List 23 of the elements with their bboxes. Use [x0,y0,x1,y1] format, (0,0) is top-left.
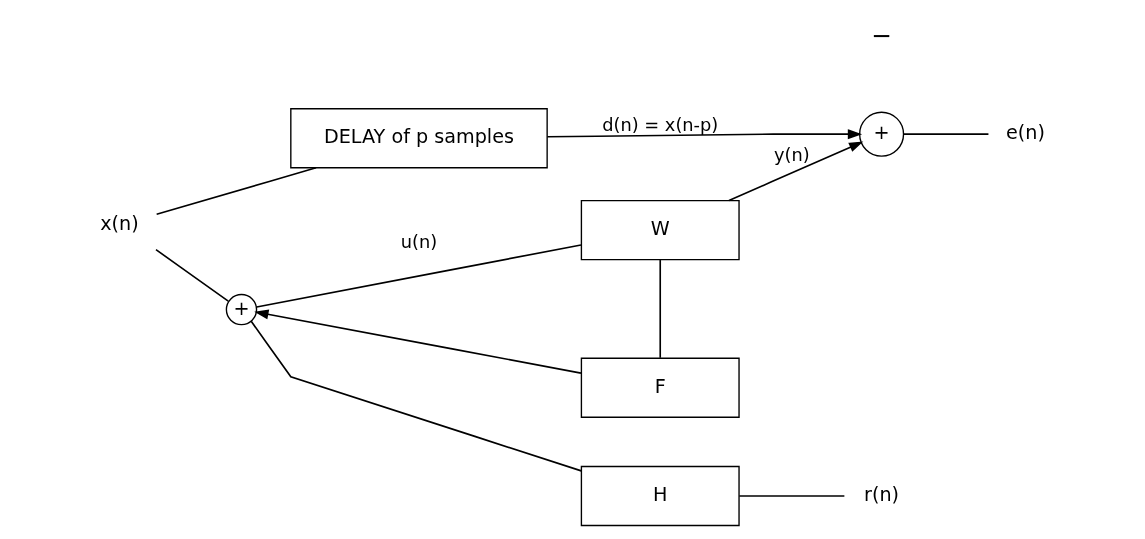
node-box: H [580,465,740,527]
node-box: W [580,199,740,261]
connector [155,248,230,302]
node-box: DELAY of p samples [290,108,548,169]
label: − [871,21,892,51]
node-text: x(n) [100,211,139,235]
arrow [546,129,863,140]
connector [250,320,583,472]
connector [659,259,662,359]
connector [902,133,990,135]
edge-label: u(n) [400,231,438,253]
edge-label: d(n) = x(n-p) [602,113,719,135]
arrow [728,141,864,202]
node-circle: + [225,293,258,326]
arrow [254,309,582,374]
edge-label: y(n) [773,143,810,165]
connector [155,167,317,215]
node-text: e(n) [1006,121,1045,145]
connector [738,495,846,497]
node-text: r(n) [864,483,900,507]
connector [255,244,582,308]
node-box: F [580,357,740,418]
node-circle: + [858,111,905,157]
